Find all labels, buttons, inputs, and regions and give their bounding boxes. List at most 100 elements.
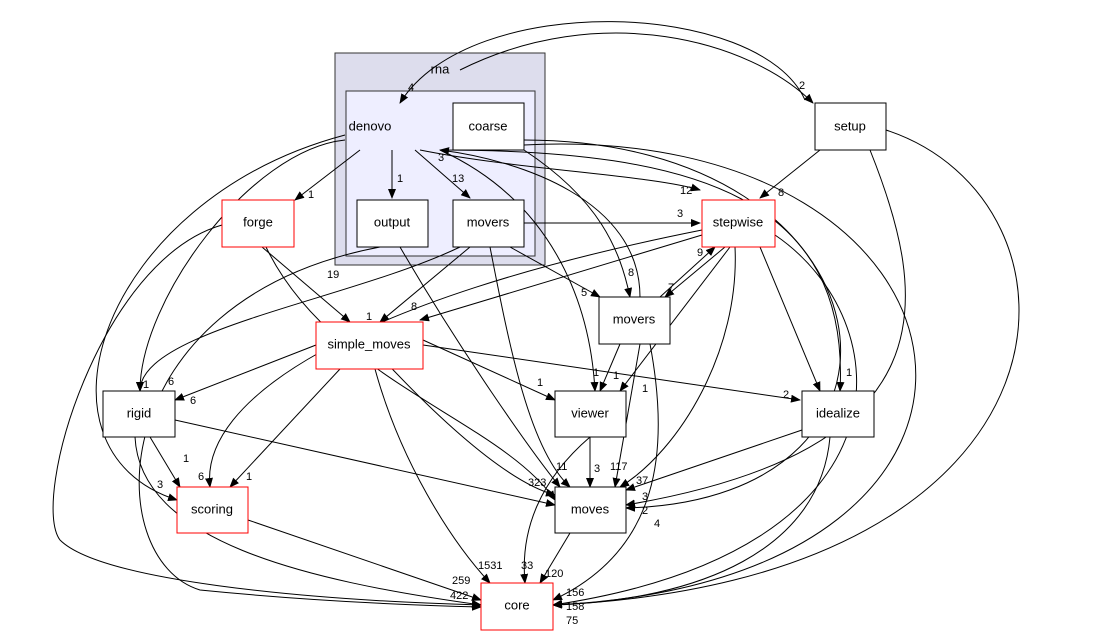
- edge-label: 6: [198, 471, 204, 483]
- edge-label: 3: [594, 463, 600, 475]
- node-label: output: [374, 214, 411, 229]
- edge-label: 1: [143, 379, 149, 391]
- dependency-edge[interactable]: [625, 429, 803, 491]
- edge-label: 37: [636, 475, 648, 487]
- node-label: viewer: [571, 405, 609, 420]
- dependency-edge[interactable]: [439, 149, 845, 392]
- dependency-edge[interactable]: [229, 368, 341, 488]
- edge-label: 120: [545, 568, 563, 580]
- node-label: stepwise: [713, 214, 764, 229]
- edge-label: 6: [190, 395, 196, 407]
- dependency-edge[interactable]: [759, 149, 821, 199]
- edge-label: 2: [783, 389, 789, 401]
- dependency-edge[interactable]: [520, 436, 591, 584]
- node-simple-moves[interactable]: simple_moves: [315, 321, 424, 370]
- edge-label: 1: [246, 471, 252, 483]
- edge-label: 6: [168, 376, 174, 388]
- dependency-edge[interactable]: [489, 246, 571, 488]
- node-label: setup: [834, 118, 866, 133]
- node-rna-movers[interactable]: movers: [452, 199, 525, 248]
- dependency-edge[interactable]: [439, 147, 641, 298]
- node-viewer[interactable]: viewer: [554, 390, 627, 438]
- edge-label: 1: [642, 383, 648, 395]
- dependency-edge[interactable]: [612, 343, 641, 488]
- edge-label: 323: [528, 477, 546, 489]
- dependency-edge[interactable]: [95, 134, 346, 502]
- dependency-edge[interactable]: [136, 139, 346, 392]
- node-movers[interactable]: movers: [598, 296, 671, 345]
- dependency-edge[interactable]: [523, 139, 842, 512]
- edge-label: 1531: [478, 560, 502, 572]
- dependency-edge[interactable]: [619, 246, 736, 488]
- dependency-edge[interactable]: [419, 149, 701, 192]
- node-label: idealize: [816, 405, 860, 420]
- dependency-edge[interactable]: [523, 149, 633, 298]
- edge-label: 1: [366, 311, 372, 323]
- dependency-edge[interactable]: [379, 246, 471, 323]
- dependency-edge[interactable]: [759, 246, 821, 392]
- dependency-edge[interactable]: [374, 368, 491, 584]
- dependency-edge[interactable]: [422, 339, 556, 401]
- edge-label: 1: [537, 377, 543, 389]
- denovo-label[interactable]: denovo: [349, 118, 392, 133]
- node-moves[interactable]: moves: [554, 486, 627, 534]
- dependency-edge[interactable]: [174, 344, 317, 401]
- node-setup[interactable]: setup: [814, 102, 887, 151]
- edge-label: 8: [778, 187, 784, 199]
- edge-label: 1: [613, 370, 619, 382]
- node-idealize[interactable]: idealize: [801, 390, 875, 438]
- dependency-edge[interactable]: [414, 149, 471, 199]
- dependency-edge[interactable]: [149, 436, 181, 488]
- node-core[interactable]: core: [480, 582, 554, 631]
- edge-label: 2: [799, 80, 805, 92]
- node-output[interactable]: output: [356, 199, 429, 248]
- edge-label: 3: [677, 208, 683, 220]
- node-label: simple_moves: [327, 336, 411, 351]
- dependency-edge[interactable]: [399, 246, 561, 488]
- nodes: coarse output movers setup stepwise forg…: [102, 102, 887, 631]
- dependency-edge[interactable]: [422, 344, 801, 403]
- dependency-edge[interactable]: [439, 149, 599, 392]
- edge-label: 5: [581, 287, 587, 299]
- node-scoring[interactable]: scoring: [176, 486, 249, 534]
- dependency-edge[interactable]: [261, 246, 351, 323]
- dependency-edge[interactable]: [138, 246, 482, 611]
- dependency-edge[interactable]: [459, 32, 814, 104]
- edge-label: 158: [566, 601, 584, 613]
- dependency-edge[interactable]: [599, 343, 621, 392]
- dependency-edge[interactable]: [625, 149, 906, 508]
- dependency-edge[interactable]: [265, 246, 556, 501]
- dependency-edge[interactable]: [552, 129, 1020, 609]
- dependency-edge[interactable]: [509, 246, 601, 298]
- dependency-edge[interactable]: [52, 224, 482, 609]
- dependency-edge[interactable]: [552, 343, 659, 601]
- dependency-edge[interactable]: [419, 234, 703, 322]
- edge-label: 422: [450, 590, 468, 602]
- node-forge[interactable]: forge: [221, 199, 295, 248]
- edge-label: 1: [846, 367, 852, 379]
- edge-label: 1: [308, 189, 314, 201]
- node-rigid[interactable]: rigid: [102, 390, 176, 438]
- node-label: moves: [571, 501, 610, 516]
- dependency-edge[interactable]: [134, 436, 482, 608]
- edge-label: 12: [680, 185, 692, 197]
- edge-label: 3: [438, 152, 444, 164]
- node-coarse[interactable]: coarse: [452, 102, 525, 151]
- edge-label: 33: [521, 560, 533, 572]
- node-stepwise[interactable]: stepwise: [701, 199, 776, 248]
- edge-label: 13: [452, 173, 464, 185]
- node-label: coarse: [468, 118, 507, 133]
- dependency-edge[interactable]: [399, 21, 806, 104]
- dependency-edge[interactable]: [539, 532, 571, 584]
- edge-label: 75: [566, 615, 578, 627]
- dependency-edge[interactable]: [664, 246, 726, 298]
- dependency-edge[interactable]: [174, 419, 556, 507]
- dependency-edge[interactable]: [619, 246, 731, 392]
- dependency-edge[interactable]: [523, 143, 917, 609]
- edge-label: 3: [642, 491, 648, 503]
- dependency-edge[interactable]: [294, 149, 361, 201]
- edge-label: 3: [157, 479, 163, 491]
- edge-label: 4: [654, 518, 660, 530]
- dependency-edge[interactable]: [247, 519, 482, 601]
